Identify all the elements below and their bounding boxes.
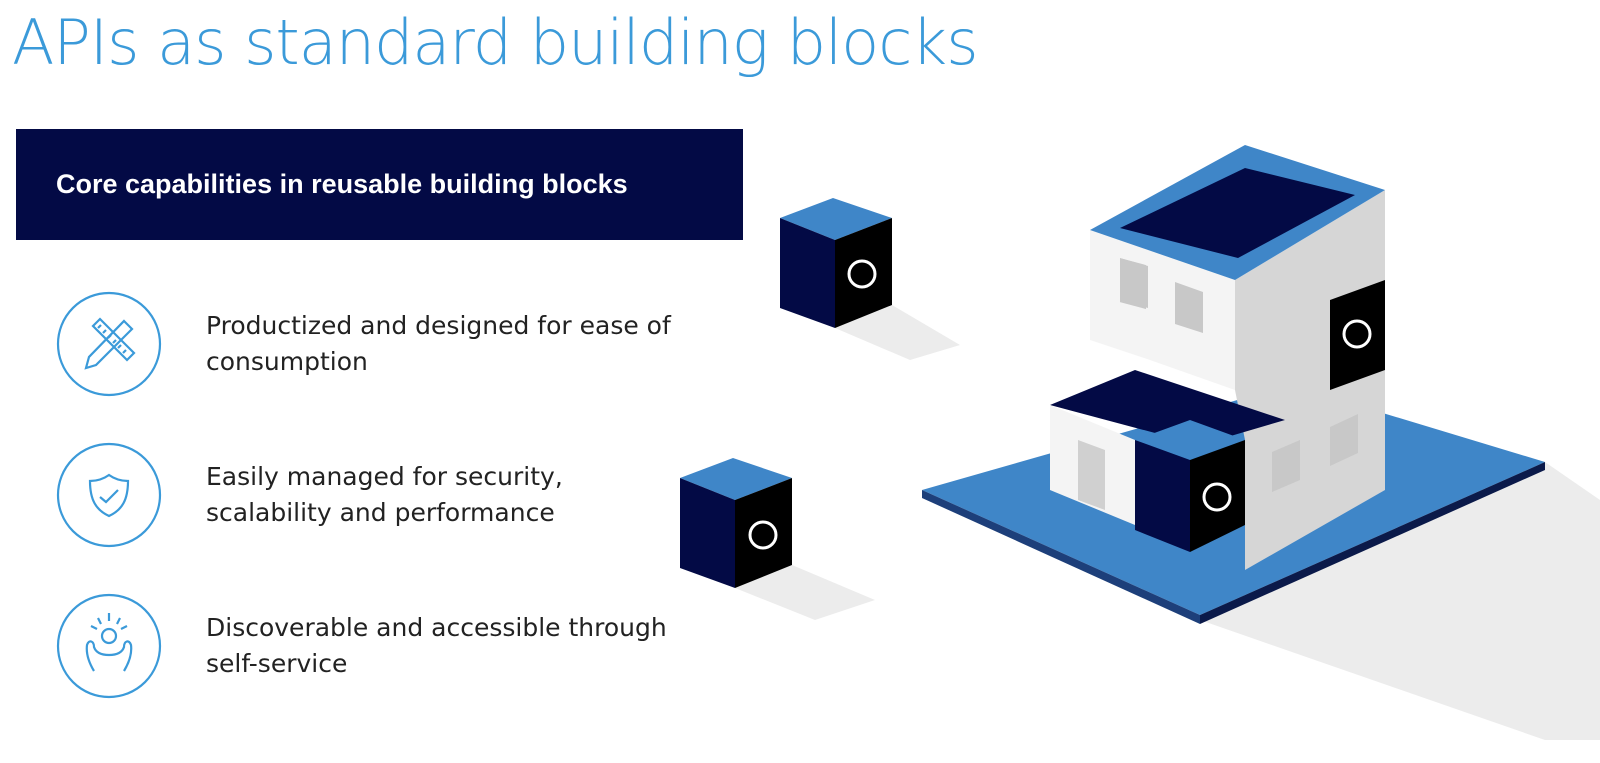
feature-text: Productized and designed for ease of con…	[206, 311, 671, 376]
ruler-pencil-icon	[56, 291, 162, 397]
shield-check-icon	[56, 442, 162, 548]
banner: Core capabilities in reusable building b…	[16, 129, 743, 240]
banner-text: Core capabilities in reusable building b…	[56, 169, 628, 199]
shadow	[1200, 462, 1600, 740]
shadow	[835, 305, 960, 360]
person-celebrate-icon	[56, 593, 162, 699]
api-block	[680, 458, 792, 588]
feature-text: Easily managed for security, scalability…	[206, 462, 563, 527]
api-block	[780, 198, 892, 328]
feature-item: Easily managed for security, scalability…	[56, 442, 686, 548]
feature-text: Discoverable and accessible through self…	[206, 613, 667, 678]
page-title: APIs as standard building blocks	[12, 6, 979, 79]
shadow	[735, 565, 875, 620]
building	[1050, 145, 1385, 570]
feature-item: Productized and designed for ease of con…	[56, 291, 686, 397]
feature-item: Discoverable and accessible through self…	[56, 593, 686, 699]
api-block	[1135, 420, 1245, 552]
